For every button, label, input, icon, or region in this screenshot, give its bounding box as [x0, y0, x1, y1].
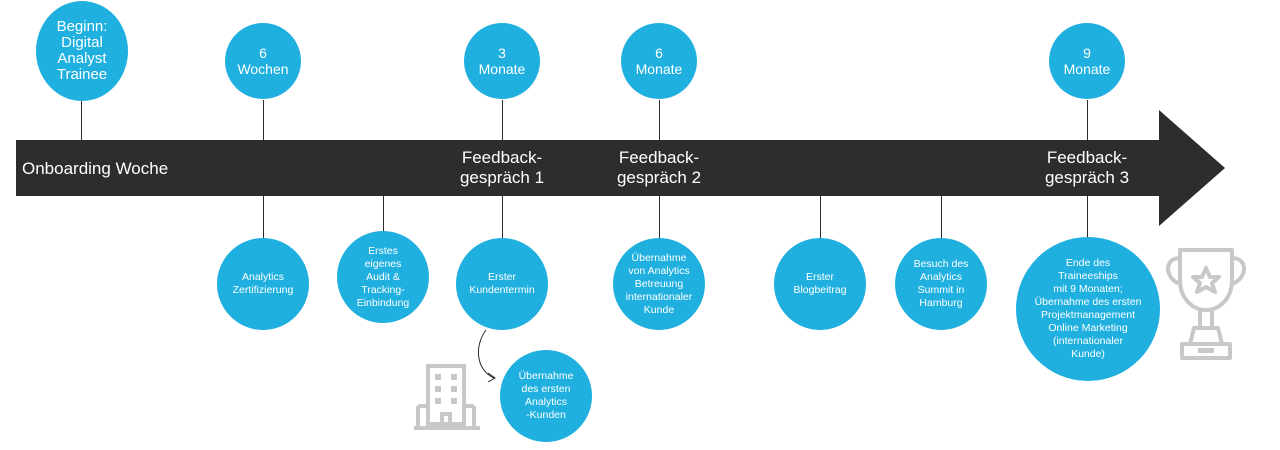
connector-line	[1087, 196, 1088, 238]
trophy-icon	[1166, 248, 1246, 360]
connector-line	[263, 196, 264, 238]
milestone-6-months: 6 Monate	[621, 23, 697, 99]
connector-line	[502, 196, 503, 238]
connector-line	[941, 196, 942, 238]
milestone-6-weeks: 6 Wochen	[225, 23, 301, 99]
activity-international-client: Übernahme von Analytics Betreuung intern…	[613, 238, 705, 330]
connector-line	[659, 196, 660, 238]
bar-label-feedback-3: Feedback- gespräch 3	[1044, 148, 1130, 187]
bar-label-feedback-2: Feedback- gespräch 2	[616, 148, 702, 187]
milestone-9-months: 9 Monate	[1049, 23, 1125, 99]
activity-first-audit: Erstes eigenes Audit & Tracking- Einbind…	[337, 231, 429, 323]
activity-analytics-certification: Analytics Zertifizierung	[217, 238, 309, 330]
connector-line	[263, 100, 264, 140]
connector-line	[502, 100, 503, 140]
connector-line	[81, 100, 82, 140]
bar-label-feedback-1: Feedback- gespräch 1	[459, 148, 545, 187]
activity-first-client-meeting: Erster Kundentermin	[456, 238, 548, 330]
curved-arrow-icon	[478, 329, 496, 383]
activity-first-blogpost: Erster Blogbeitrag	[774, 238, 866, 330]
connector-line	[383, 196, 384, 238]
activity-first-analytics-client: Übernahme des ersten Analytics -Kunden	[500, 350, 592, 442]
building-icon	[414, 364, 480, 430]
activity-analytics-summit: Besuch des Analytics Summit in Hamburg	[895, 238, 987, 330]
connector-line	[820, 196, 821, 238]
connector-line	[1087, 100, 1088, 140]
timeline-arrow-head	[1159, 110, 1225, 226]
connector-line	[659, 100, 660, 140]
timeline-arrow-body	[16, 140, 1164, 196]
milestone-start: Beginn: Digital Analyst Trainee	[36, 1, 128, 101]
activity-traineeship-end: Ende des Traineeships mit 9 Monaten; Übe…	[1016, 237, 1160, 381]
bar-label-onboarding: Onboarding Woche	[22, 159, 169, 178]
milestone-3-months: 3 Monate	[464, 23, 540, 99]
